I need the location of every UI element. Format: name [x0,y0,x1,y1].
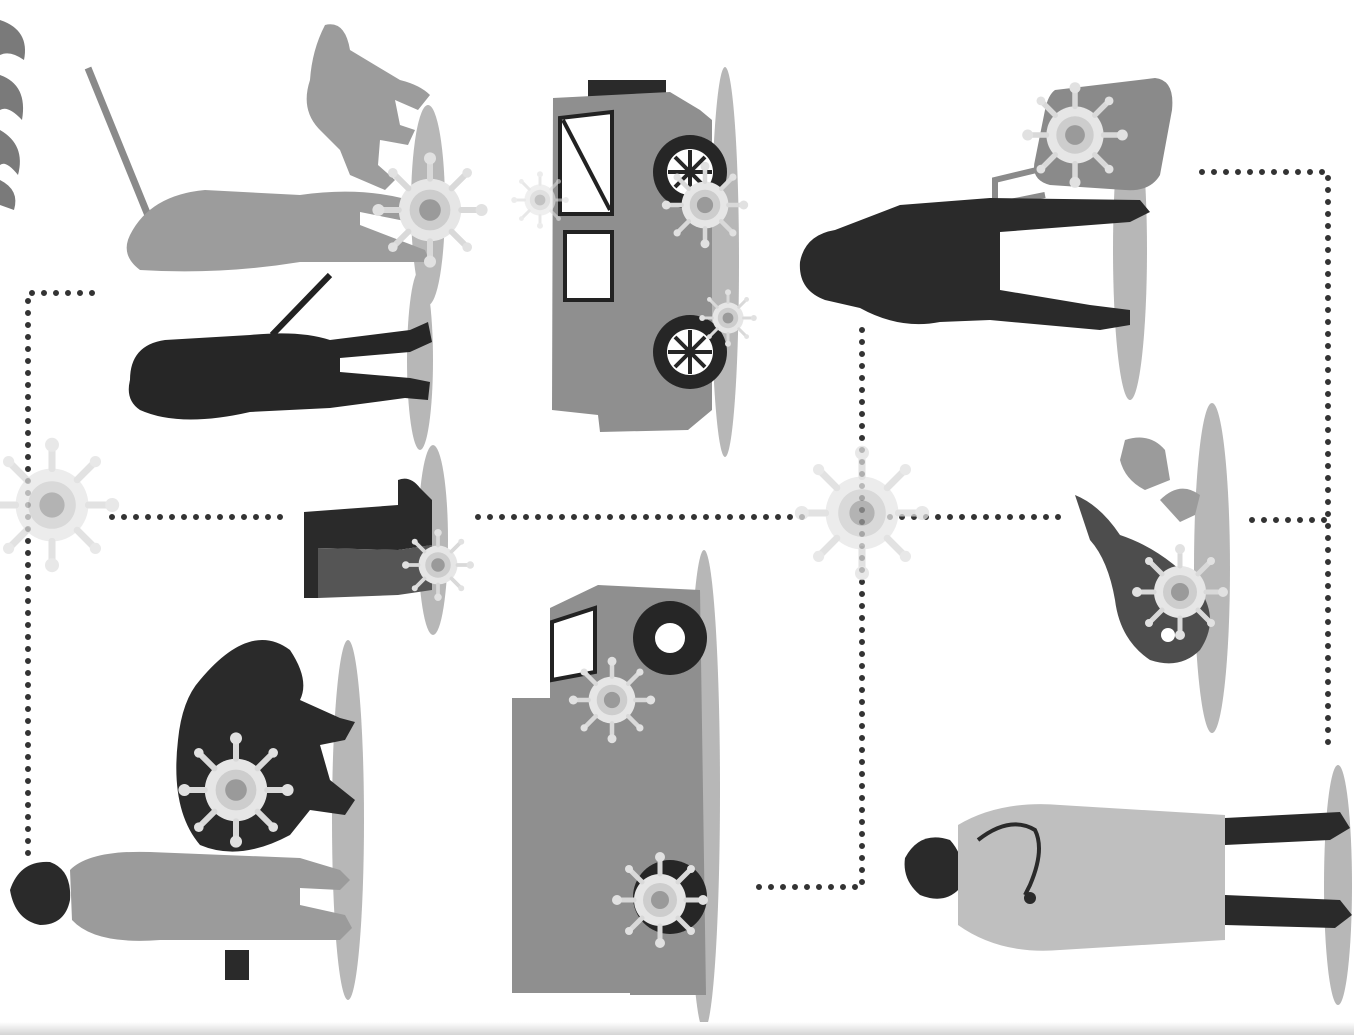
hunter-with-dog-icon [88,24,488,305]
truck-icon [512,550,720,1030]
shadow-ellipse [1324,765,1352,1005]
hunter-rifle-icon [129,270,433,450]
connector-traveler-to-truck [758,330,862,887]
shadow-ellipse [711,67,739,457]
shadow-ellipse [1194,403,1230,733]
connector-left-bracket [28,293,92,855]
virus-hub-left-icon [0,438,119,572]
boots-icon [304,445,474,635]
corn-plant-icon [0,20,25,210]
shadow-ellipse [332,640,364,1000]
jeep-icon [511,67,757,457]
scan-edge-strip [0,1022,1354,1035]
traveler-suitcase-icon [800,78,1173,400]
doctor-stethoscope-icon [905,765,1352,1005]
bat-icon [1075,403,1230,733]
virus-hub-center-icon [795,446,929,580]
shadow-ellipse [407,270,433,450]
farmer-pig-icon [10,640,364,1000]
